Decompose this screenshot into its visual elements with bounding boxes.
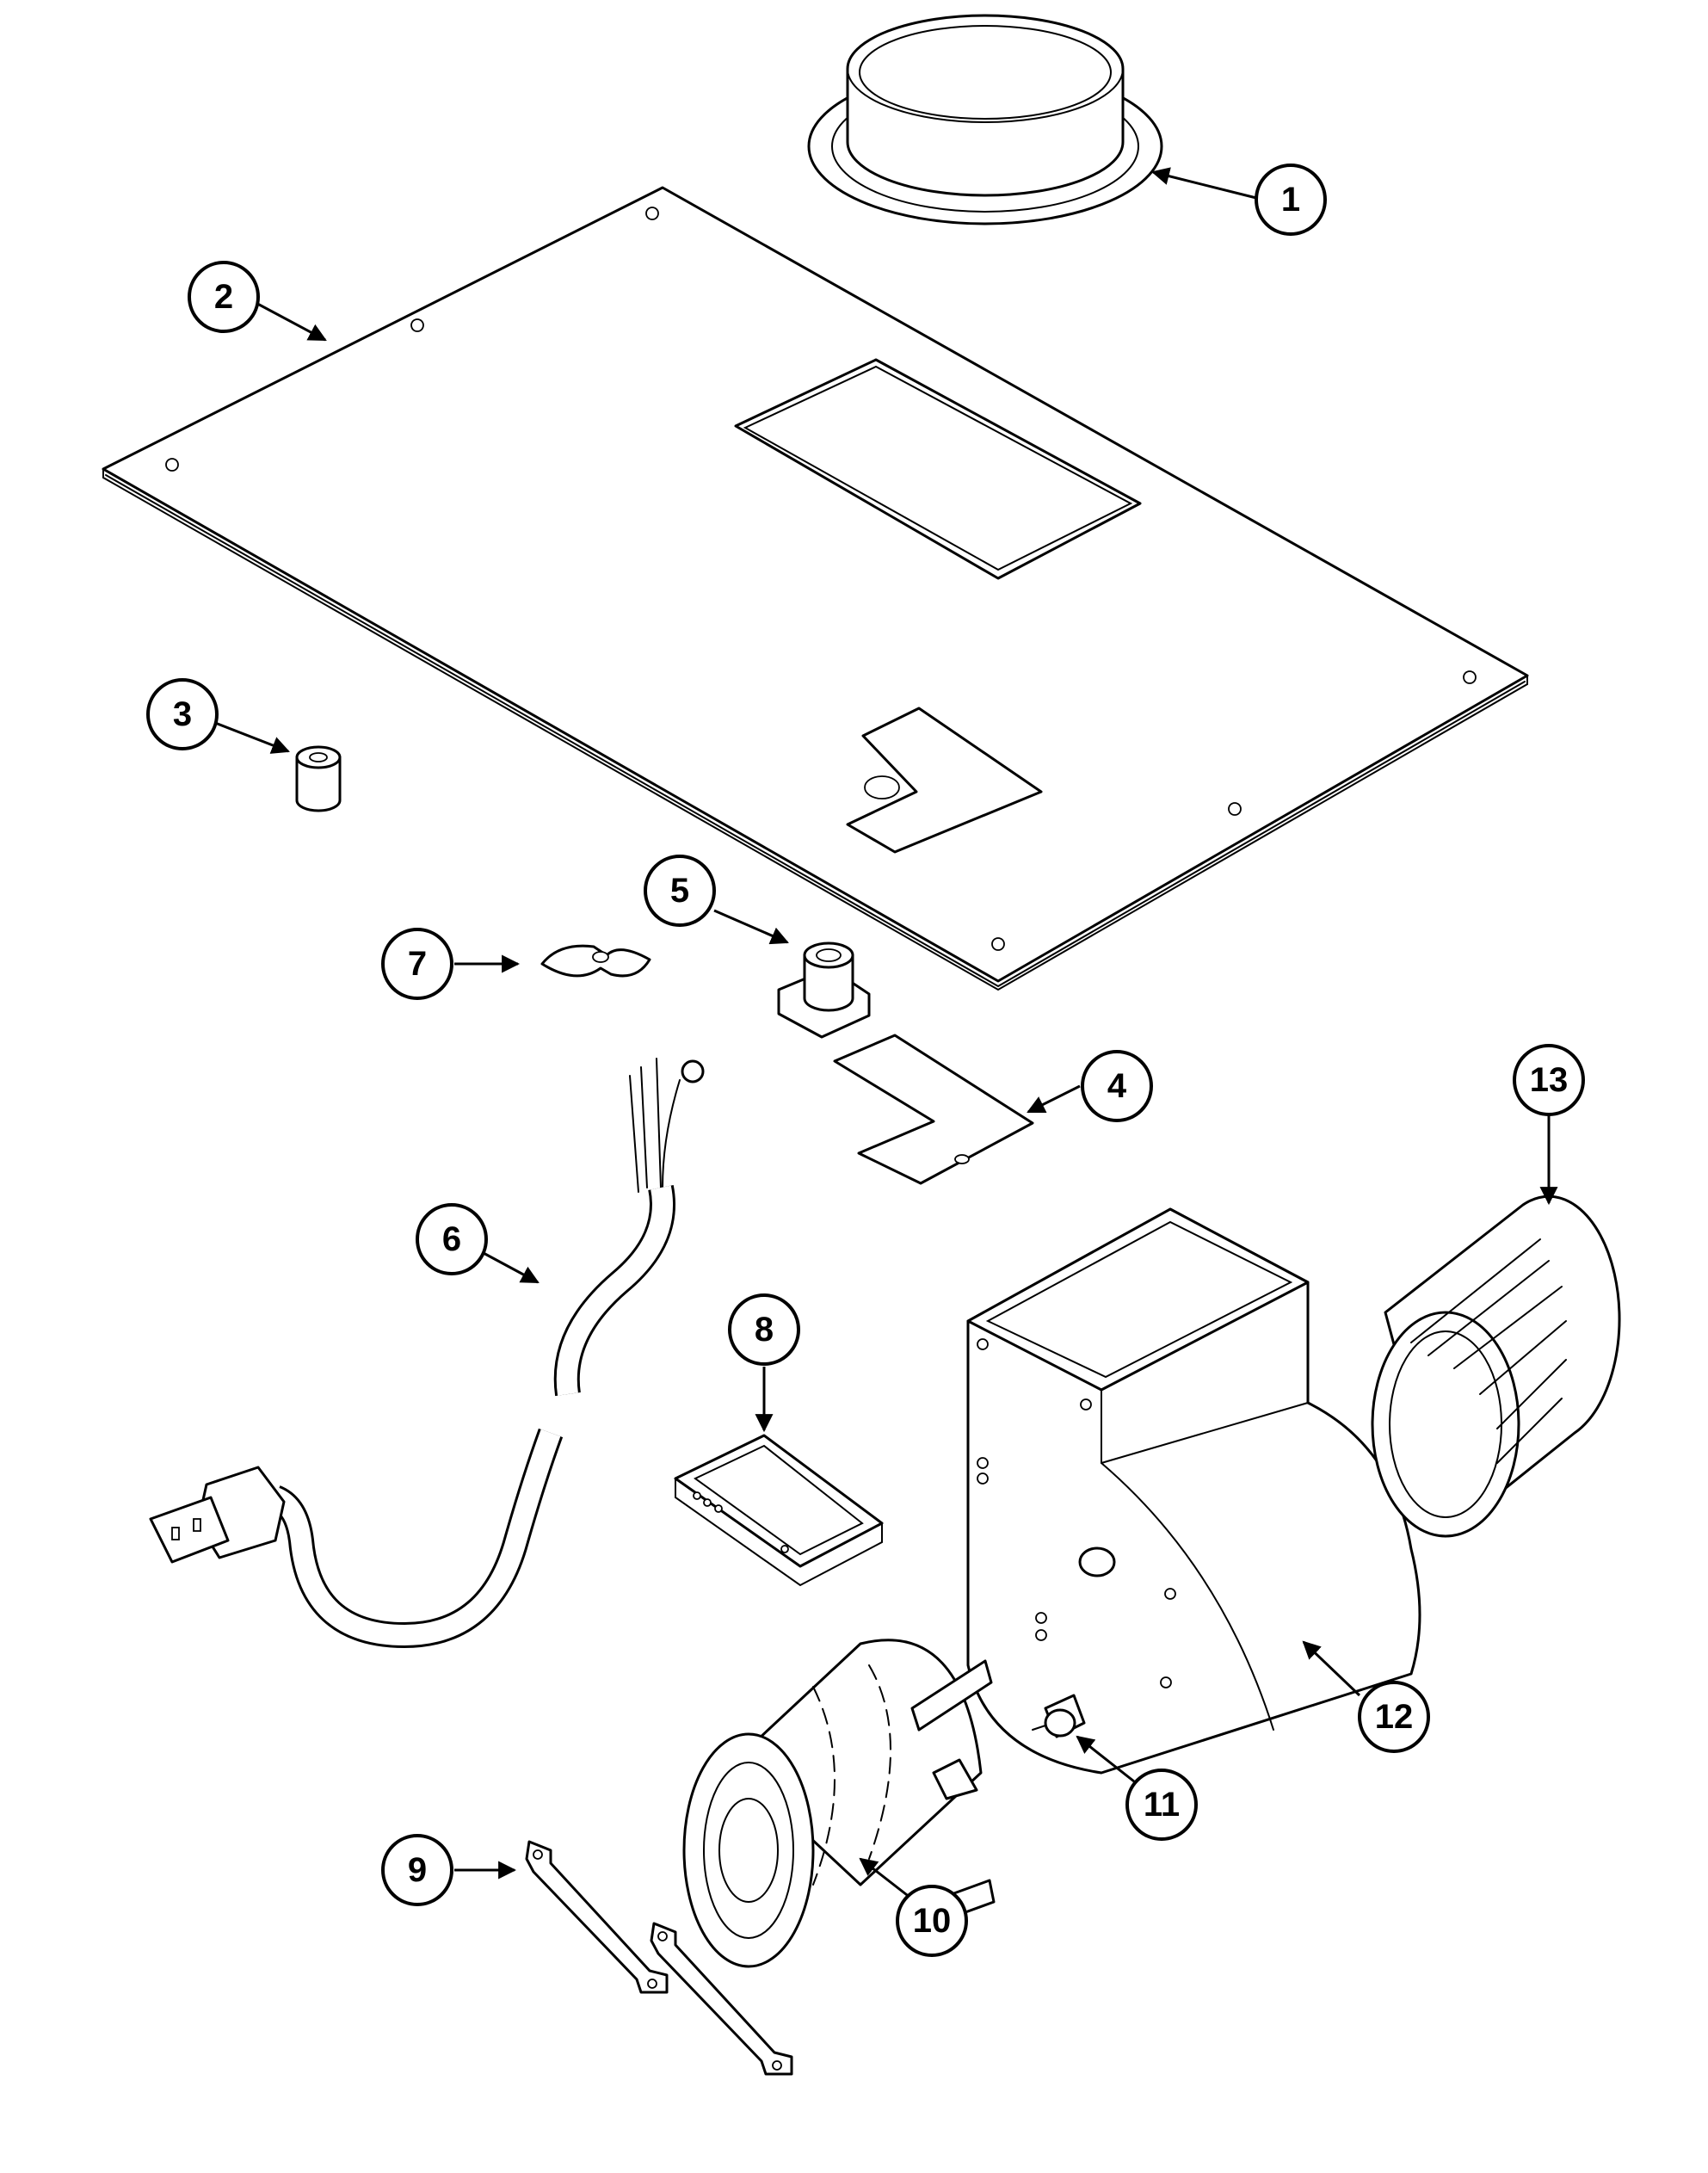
callout-6: 6 — [416, 1203, 488, 1275]
callout-5-label: 5 — [670, 872, 689, 910]
leader-5 — [713, 909, 789, 945]
callout-12-label: 12 — [1375, 1698, 1414, 1736]
callout-9: 9 — [381, 1834, 453, 1906]
callout-4: 4 — [1081, 1050, 1153, 1122]
part-wing-nut — [540, 944, 651, 978]
leader-lines — [210, 167, 1558, 1899]
callout-6-label: 6 — [442, 1220, 461, 1258]
leader-4 — [1027, 1084, 1081, 1114]
leader-1 — [1150, 167, 1257, 200]
callout-9-label: 9 — [408, 1851, 427, 1889]
callout-7-label: 7 — [408, 945, 427, 983]
callout-10: 10 — [896, 1885, 968, 1957]
callout-5: 5 — [644, 855, 716, 927]
leader-10 — [859, 1857, 911, 1899]
leader-11 — [1076, 1735, 1135, 1783]
callout-13-label: 13 — [1530, 1061, 1569, 1099]
part-motor — [682, 1639, 996, 1968]
part-spacer — [295, 745, 342, 812]
callout-3: 3 — [146, 678, 219, 750]
callout-11-label: 11 — [1144, 1786, 1180, 1824]
callout-8-label: 8 — [755, 1311, 774, 1349]
callout-4-label: 4 — [1107, 1067, 1127, 1105]
callout-13: 13 — [1513, 1044, 1585, 1116]
callout-12: 12 — [1358, 1681, 1430, 1753]
part-mounting-brackets — [525, 1840, 793, 2076]
callout-11: 11 — [1125, 1769, 1198, 1841]
callout-2-label: 2 — [214, 278, 233, 316]
callout-10-label: 10 — [913, 1902, 952, 1940]
part-power-cord — [149, 1058, 705, 1649]
part-blower-housing — [966, 1207, 1421, 1775]
callout-8: 8 — [728, 1293, 800, 1366]
callout-7: 7 — [381, 928, 453, 1000]
part-capacitor — [1032, 1694, 1086, 1738]
part-blower-wheel — [1371, 1195, 1621, 1538]
callout-2: 2 — [188, 261, 260, 333]
part-mounting-plate — [102, 186, 1529, 991]
part-bracket-plate — [833, 1034, 1034, 1185]
callout-3-label: 3 — [173, 695, 192, 733]
leader-6 — [481, 1250, 540, 1284]
leader-12 — [1302, 1640, 1361, 1697]
leader-3 — [210, 719, 290, 754]
callout-1: 1 — [1255, 164, 1327, 236]
part-gasket-frame — [674, 1434, 884, 1587]
callout-1-label: 1 — [1281, 181, 1300, 219]
part-collar-ring — [807, 14, 1163, 225]
part-strain-relief — [777, 941, 871, 1039]
callouts: 1 2 3 4 5 6 7 8 — [146, 164, 1585, 1957]
leader-2 — [249, 298, 327, 342]
